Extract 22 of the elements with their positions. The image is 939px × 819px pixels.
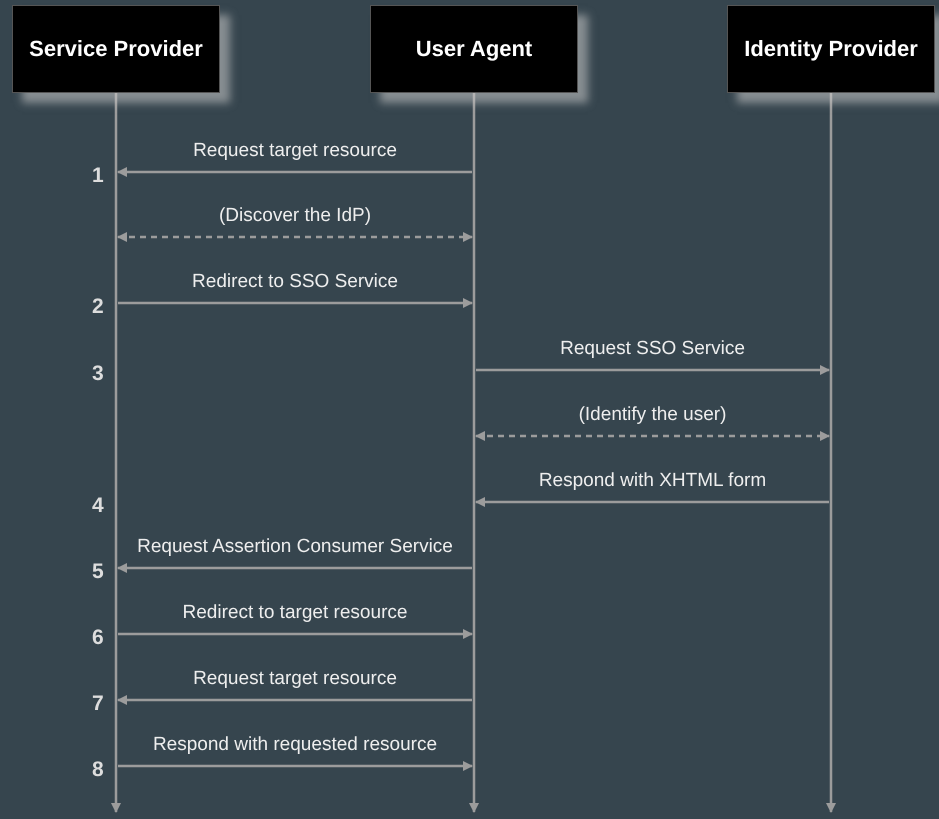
message-arrow — [475, 497, 829, 507]
participant-box: User Agent — [370, 5, 578, 93]
step-number: 5 — [92, 560, 104, 584]
step-number: 1 — [92, 164, 104, 188]
message-arrow — [118, 629, 473, 639]
step-number: 8 — [92, 758, 104, 782]
step-number: 7 — [92, 692, 104, 716]
message-arrow — [118, 761, 473, 771]
step-number: 3 — [92, 362, 104, 386]
step-number: 6 — [92, 626, 104, 650]
participant-box: Identity Provider — [727, 5, 935, 93]
step-number: 4 — [92, 494, 104, 518]
message-arrow — [117, 167, 472, 177]
message-arrow — [476, 365, 830, 375]
message-arrow — [117, 563, 472, 573]
message-arrow — [117, 232, 473, 242]
step-number: 2 — [92, 295, 104, 319]
message-arrow — [118, 298, 473, 308]
message-arrow — [475, 431, 830, 441]
message-arrow — [117, 695, 472, 705]
message-label: (Identify the user) — [576, 404, 728, 426]
participant-box: Service Provider — [12, 5, 220, 93]
